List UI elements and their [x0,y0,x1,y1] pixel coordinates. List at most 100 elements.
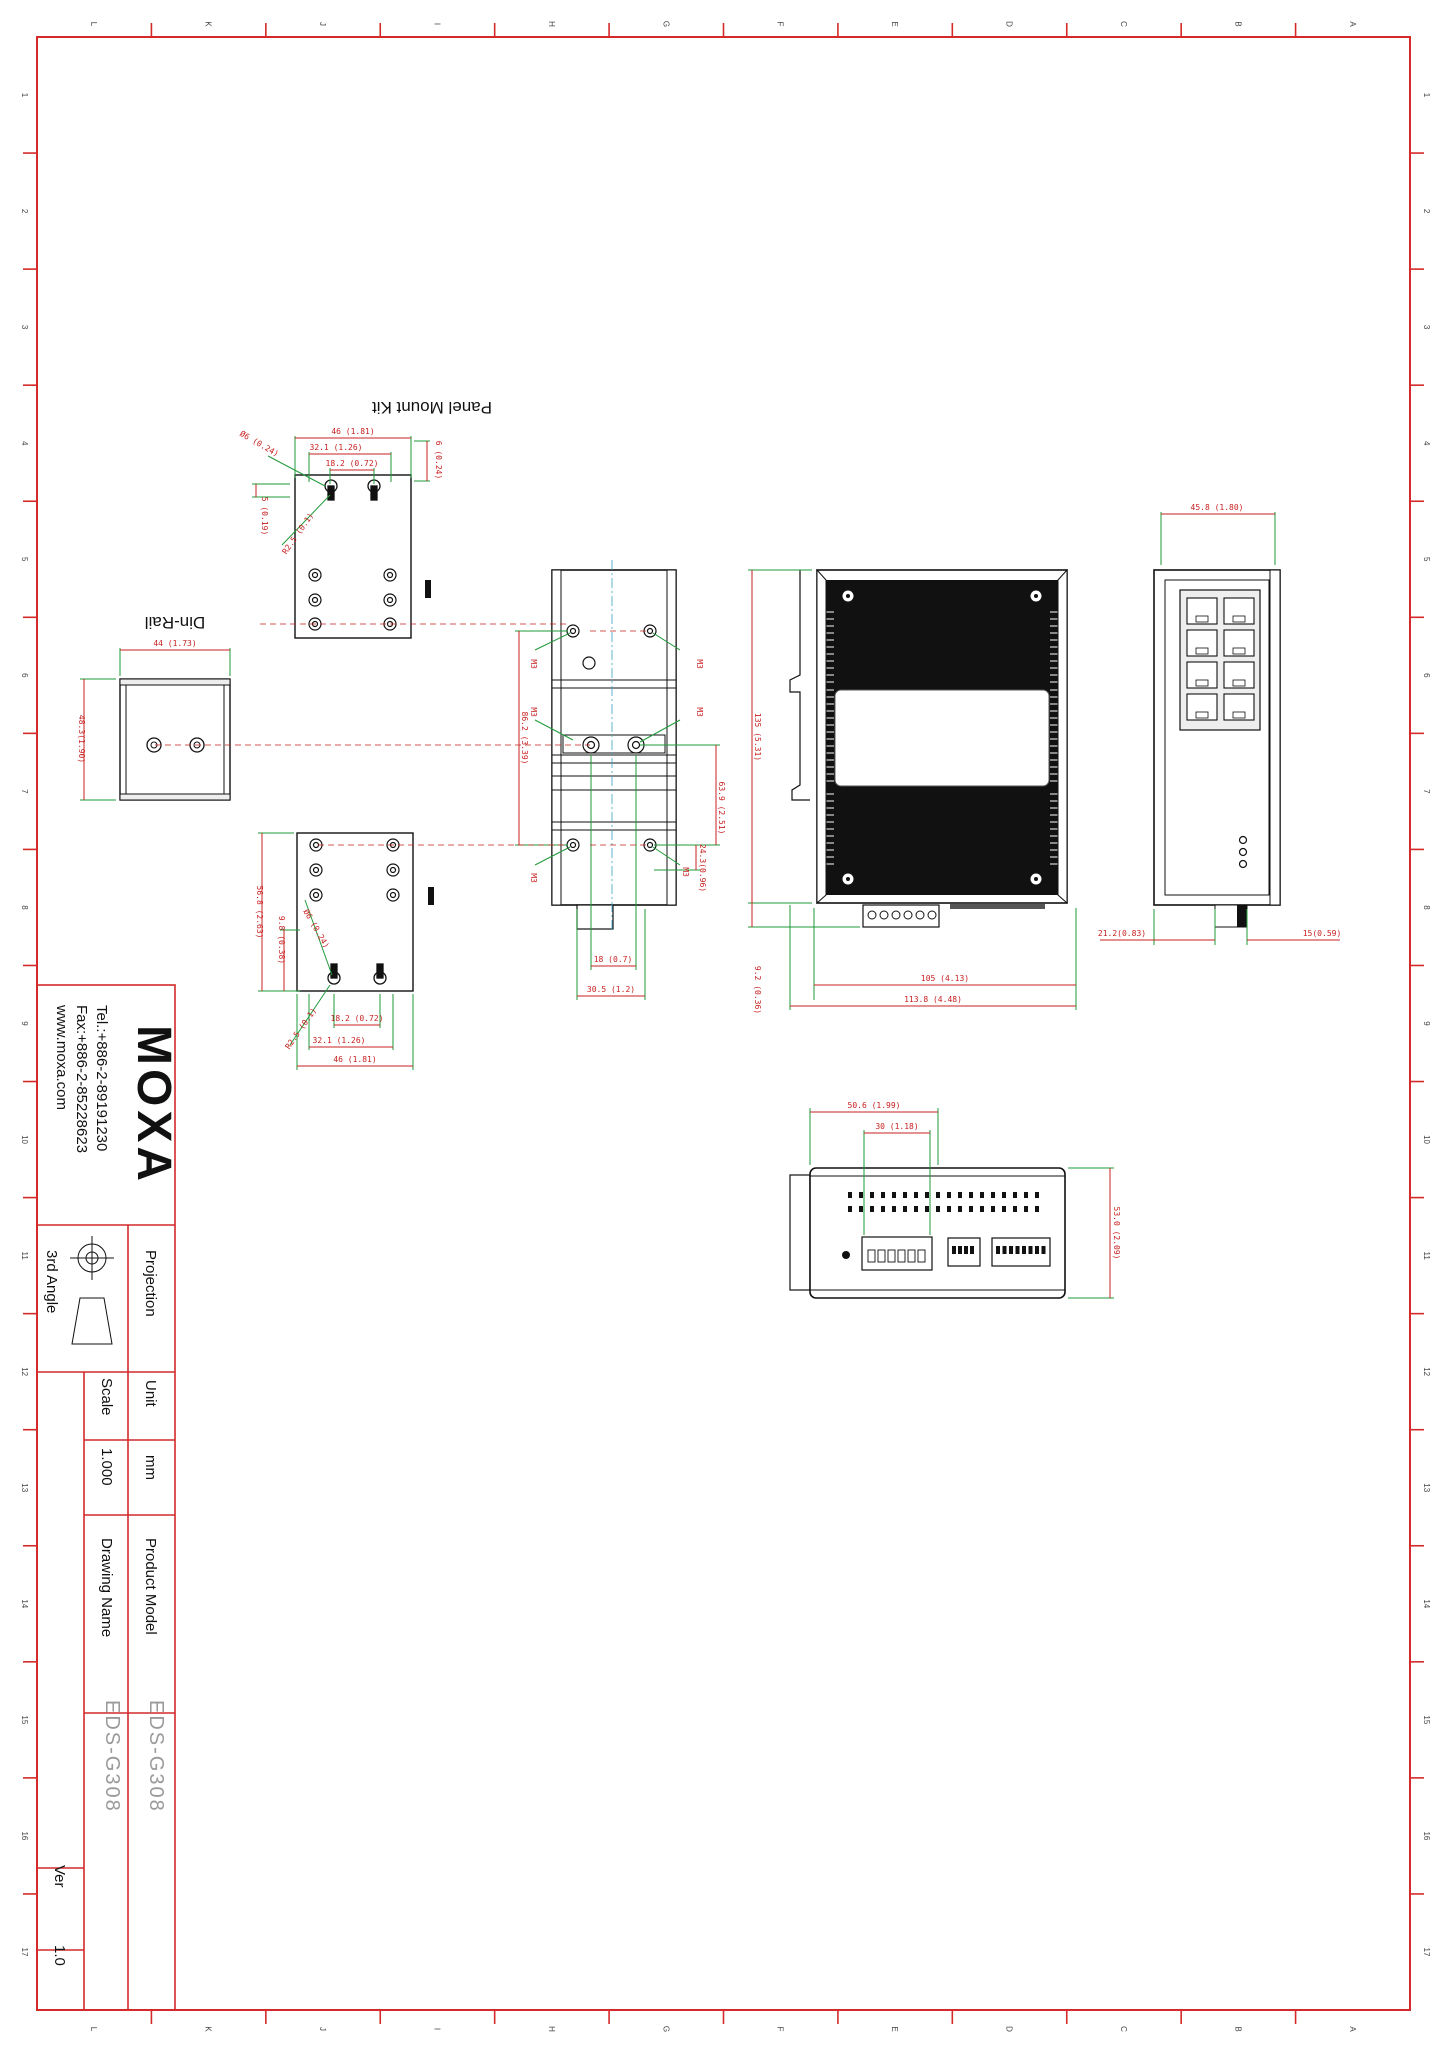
frame-zone-number-left: 16 [20,1831,29,1840]
frame-zone-letter-top: G [661,21,670,27]
moxa-logo: MOXA [127,1025,180,1185]
dim-m3-4: M3 [695,707,704,717]
frame-zone-number-left: 14 [20,1599,29,1608]
rj45-port [1223,693,1255,721]
dim-105: 105 (4.13) [921,974,969,983]
dim-m3-5: M3 [529,873,538,883]
frame-zone-number-right: 15 [1422,1715,1431,1724]
dim-113-8: 113.8 (4.48) [904,995,962,1004]
unit-value: mm [142,1455,159,1480]
frame-zone-number-right: 7 [1422,789,1431,794]
drawing-name-value: EDS-G308 [101,1700,123,1813]
frame-zone-letter-top: L [89,22,98,27]
frame-zone-number-left: 5 [20,557,29,562]
frame-zone-letter-bottom: F [776,2027,785,2032]
frame-zone-number-right: 6 [1422,673,1431,678]
dim-din-44: 44 (1.73) [153,639,196,648]
frame-zone-letter-top: A [1348,21,1357,27]
frame-zone-letter-top: F [776,22,785,27]
frame-zone-number-left: 12 [20,1367,29,1376]
dim-5-top: 5 (0.19) [260,497,269,536]
dim-24-3: 24.3(0.96) [698,844,707,892]
frame-zone-letter-bottom: H [547,2026,556,2032]
frame-zone-number-right: 12 [1422,1367,1431,1376]
dim-m3-2: M3 [695,659,704,669]
frame-zone-letter-top: J [318,22,327,26]
dim-m3-1: M3 [529,659,538,669]
dim-45-8: 45.8 (1.80) [1191,503,1244,512]
dim-15: 15(0.59) [1303,929,1342,938]
frame-zone-number-right: 4 [1422,441,1431,446]
frame-zone-number-right: 1 [1422,93,1431,98]
frame-zone-letter-top: H [547,21,556,27]
frame-zone-letter-top: D [1005,21,1014,27]
frame-zone-number-right: 11 [1422,1251,1431,1260]
frame-zone-number-right: 9 [1422,1021,1431,1026]
unit-label: Unit [142,1380,159,1408]
dim-9-8: 9.8 (0.38) [277,916,286,964]
din-rail-view: Din-Rail 44 (1.73) 48.3(1.90) [77,613,231,801]
frame-zone-letter-bottom: K [204,2026,213,2032]
dim-30-5: 30.5 (1.2) [587,985,635,994]
right-view: 45.8 (1.80) 21.2(0.83) 15(0.59) [1098,503,1341,945]
rj45-port [1186,629,1218,657]
frame-zone-number-left: 17 [20,1948,29,1957]
dim-18-2-bottom: 18.2 (0.72) [331,1014,384,1023]
frame-zone-number-right: 17 [1422,1948,1431,1957]
product-model-label: Product Model [142,1538,159,1635]
dim-18: 18 (0.7) [594,955,633,964]
rj45-port [1223,629,1255,657]
frame-zone-number-left: 1 [20,93,29,98]
dim-46-top: 46 (1.81) [331,427,374,436]
dim-50-6: 50.6 (1.99) [848,1101,901,1110]
rj45-port [1186,661,1218,689]
frame-zone-letter-bottom: I [432,2028,441,2030]
dim-m3-6: M3 [681,867,690,877]
frame-zone-letter-top: K [204,21,213,27]
frame-zone-number-right: 3 [1422,325,1431,330]
frame-zone-number-right: 10 [1422,1135,1431,1144]
contact-fax: Fax:+886-2-85228623 [73,1005,90,1153]
top-view: 50.6 (1.99) 30 (1.18) 53.0 (2.09) [789,1101,1121,1299]
frame-zone-number-left: 9 [20,1021,29,1026]
frame-zone-number-left: 2 [20,209,29,214]
frame-zone-number-right: 5 [1422,557,1431,562]
frame-zone-letter-top: C [1119,21,1128,27]
frame-zone-number-left: 10 [20,1135,29,1144]
product-model-value: EDS-G308 [145,1700,167,1813]
frame-zone-letter-bottom: B [1233,2026,1242,2031]
dim-56-8: 56.8 (2.63) [255,886,264,939]
rj45-port [1223,597,1255,625]
dim-53: 53.0 (2.09) [1112,1207,1121,1260]
scale-value: 1.000 [98,1448,115,1486]
frame-zone-number-right: 14 [1422,1599,1431,1608]
panel-mount-kit-view: Panel Mount Kit [238,398,492,639]
frame-zone-number-left: 7 [20,789,29,794]
frame-zone-letter-top: B [1233,21,1242,26]
frame-zone-letter-top: E [890,21,899,26]
dim-m3-3: M3 [529,707,538,717]
dim-63-9: 63.9 (2.51) [717,782,726,835]
dim-30: 30 (1.18) [875,1122,918,1131]
frame-zone-number-right: 16 [1422,1831,1431,1840]
frame-zone-letter-bottom: E [890,2026,899,2031]
frame-zone-letter-bottom: J [318,2027,327,2031]
frame-zone-letter-top: I [432,23,441,25]
frame-zone-number-left: 13 [20,1483,29,1492]
third-angle-projection-symbol [70,1236,114,1345]
frame-zone-number-left: 3 [20,325,29,330]
dim-135: 135 (5.31) [753,713,762,761]
title-block: MOXA Tel.:+886-2-89191230 Fax:+886-2-852… [36,984,180,2011]
frame-zone-letter-bottom: D [1005,2026,1014,2032]
frame-zone-number-right: 13 [1422,1483,1431,1492]
rj45-port [1186,597,1218,625]
frame-zone-letter-bottom: G [661,2026,670,2032]
scale-label: Scale [98,1378,115,1416]
dim-86-2: 86.2 (3.39) [520,712,529,765]
dim-32-1-top: 32.1 (1.26) [310,443,363,452]
contact-web: www.moxa.com [53,1004,70,1110]
frame-zone-letter-bottom: C [1119,2026,1128,2032]
side-view: M3 M3 M3 M3 M3 M3 86.2 (3.39) 63.9 (2.51… [155,560,726,1000]
dim-32-1-bottom: 32.1 (1.26) [313,1036,366,1045]
